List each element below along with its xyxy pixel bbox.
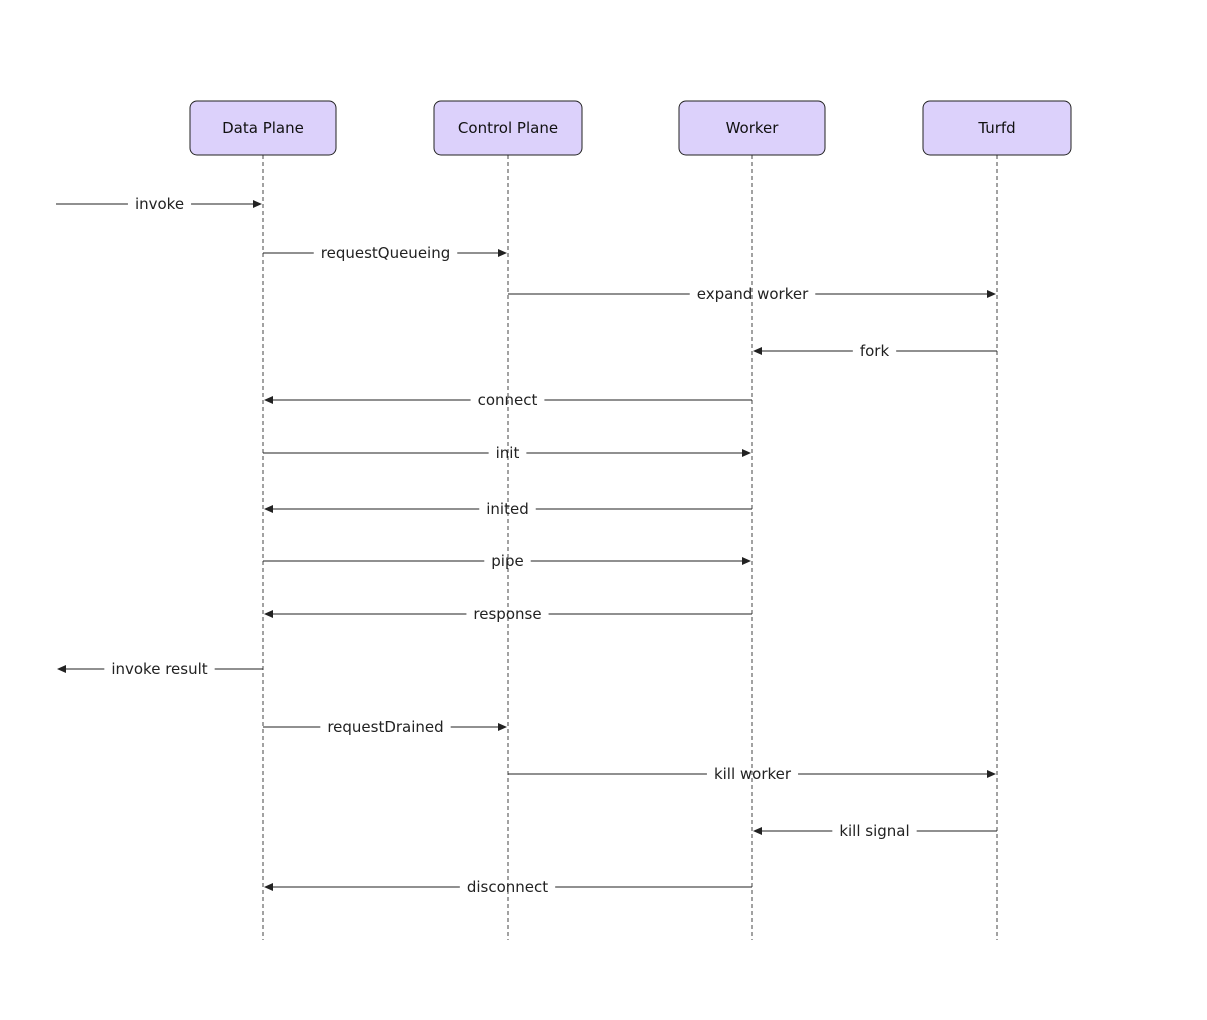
message-invoke: invoke bbox=[56, 195, 262, 213]
message-label: connect bbox=[478, 391, 538, 409]
message-connect: connect bbox=[264, 391, 752, 409]
participant-box bbox=[922, 100, 1072, 156]
arrowhead bbox=[498, 723, 507, 731]
message-response: response bbox=[264, 605, 752, 623]
message-label: expand worker bbox=[697, 285, 809, 303]
message-invoke-result: invoke result bbox=[57, 660, 263, 678]
message-requestdrained: requestDrained bbox=[263, 718, 507, 736]
arrowhead bbox=[987, 290, 996, 298]
message-label: disconnect bbox=[467, 878, 548, 896]
lifelines-layer bbox=[262, 155, 998, 940]
message-kill-signal: kill signal bbox=[753, 822, 997, 840]
message-label: response bbox=[473, 605, 541, 623]
message-label: kill worker bbox=[714, 765, 792, 783]
message-fork: fork bbox=[753, 342, 997, 360]
participant-data-plane: Data Plane bbox=[189, 100, 337, 156]
message-label: pipe bbox=[491, 552, 523, 570]
message-label: invoke bbox=[135, 195, 184, 213]
messages-layer: invoke requestQueueing expand worker fork co… bbox=[56, 195, 997, 896]
participant-box bbox=[189, 100, 337, 156]
arrowhead bbox=[987, 770, 996, 778]
participant-worker: Worker bbox=[678, 100, 826, 156]
arrowhead bbox=[57, 665, 66, 673]
message-label: requestQueueing bbox=[321, 244, 451, 262]
arrowhead bbox=[264, 396, 273, 404]
participant-control-plane: Control Plane bbox=[433, 100, 583, 156]
arrowhead bbox=[498, 249, 507, 257]
arrowhead bbox=[742, 449, 751, 457]
participant-box bbox=[678, 100, 826, 156]
arrowhead bbox=[753, 827, 762, 835]
message-expand-worker: expand worker bbox=[508, 285, 996, 303]
participant-label: Turfd bbox=[977, 119, 1015, 137]
message-kill-worker: kill worker bbox=[508, 765, 996, 783]
arrowhead bbox=[753, 347, 762, 355]
arrowhead bbox=[742, 557, 751, 565]
message-label: inited bbox=[486, 500, 528, 518]
message-disconnect: disconnect bbox=[264, 878, 752, 896]
participant-label: Data Plane bbox=[222, 119, 304, 137]
participant-label: Worker bbox=[726, 119, 780, 137]
participant-box bbox=[433, 100, 583, 156]
arrowhead bbox=[264, 610, 273, 618]
message-label: fork bbox=[860, 342, 890, 360]
message-init: init bbox=[263, 444, 751, 462]
participants-layer: Data Plane Control Plane Worker Turfd bbox=[189, 100, 1072, 156]
participant-turfd: Turfd bbox=[922, 100, 1072, 156]
participant-label: Control Plane bbox=[458, 119, 558, 137]
message-label: requestDrained bbox=[327, 718, 443, 736]
message-label: kill signal bbox=[839, 822, 909, 840]
arrowhead bbox=[264, 505, 273, 513]
arrowhead bbox=[264, 883, 273, 891]
message-pipe: pipe bbox=[263, 552, 751, 570]
message-label: init bbox=[496, 444, 520, 462]
arrowhead bbox=[253, 200, 262, 208]
message-requestqueueing: requestQueueing bbox=[263, 244, 507, 262]
message-inited: inited bbox=[264, 500, 752, 518]
message-label: invoke result bbox=[111, 660, 207, 678]
